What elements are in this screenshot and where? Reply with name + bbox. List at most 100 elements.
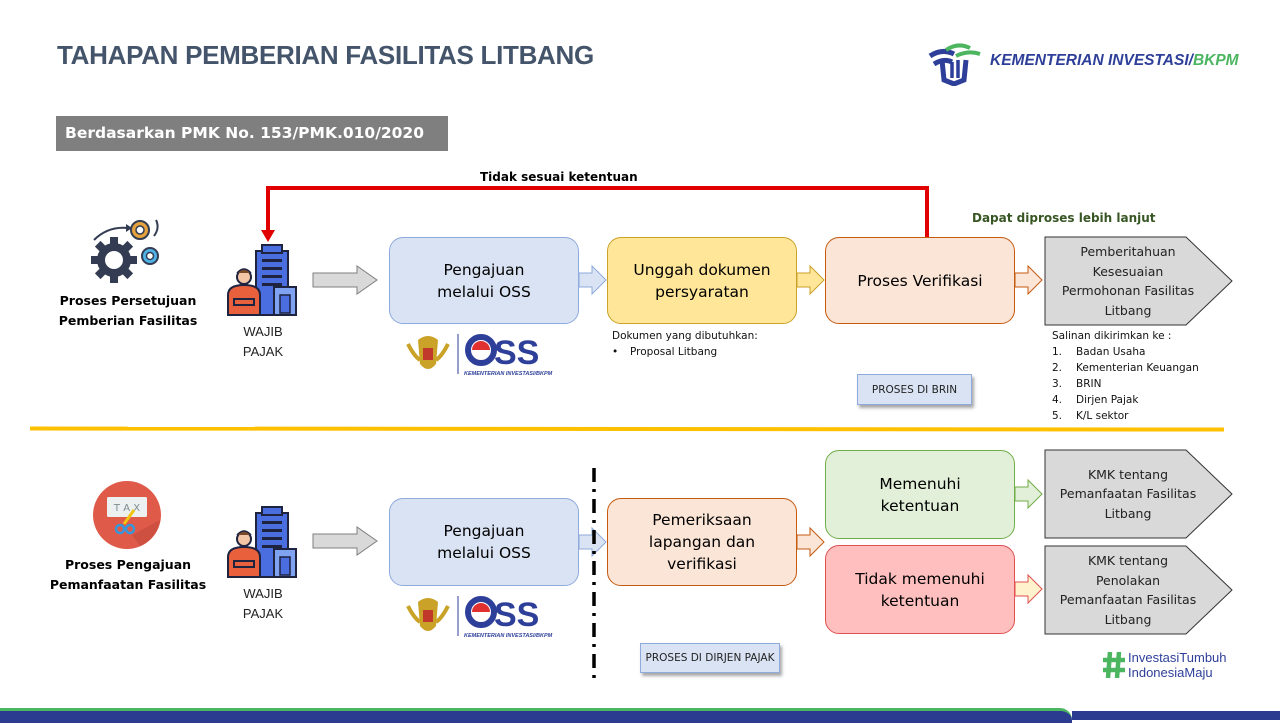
approved-line2: ketentuan <box>880 496 960 515</box>
output-line: Kesesuaian <box>1092 263 1164 279</box>
required-documents-title: Dokumen yang dibutuhkan: <box>612 330 758 342</box>
approve-output-text: KMK tentang Pemanfaatan Fasilitas Litban… <box>1046 454 1210 534</box>
oss-logo: SS KEMENTERIAN INVESTASI/BKPM <box>406 330 562 378</box>
output-line: Litbang <box>1104 611 1152 627</box>
copy-recipient: 5.K/L sektor <box>1052 408 1232 424</box>
copy-number: 2. <box>1052 362 1063 374</box>
copy-label: Badan Usaha <box>1076 346 1146 358</box>
flow1-arrow-1 <box>578 264 607 296</box>
flow1-side-label: Proses Persetujuan Pemberian Fasilitas <box>50 291 206 331</box>
garuda-oss-logo-icon-2: SS KEMENTERIAN INVESTASI/BKPM <box>406 596 553 639</box>
flow1-output-shape <box>1044 236 1233 326</box>
approve-output-shape <box>1044 449 1233 539</box>
bullet: • <box>612 346 619 358</box>
flow2-step2-line: Pemeriksaan <box>652 511 752 529</box>
copy-recipient: 2. Kementerian Keuangan <box>1052 360 1232 376</box>
approve-arrow <box>1014 478 1043 510</box>
flow2-side-label-line1: Proses Pengajuan <box>64 557 192 572</box>
proceed-label: Dapat diproses lebih lanjut <box>972 211 1156 225</box>
copy-label: BRIN <box>1076 378 1102 390</box>
flow1-step3-label: Proses Verifikasi <box>857 271 983 290</box>
rejection-loop-label: Tidak sesuai ketentuan <box>480 170 638 184</box>
output-line: KMK tentang <box>1087 466 1169 482</box>
flow1-actor-line2: PAJAK <box>242 344 284 359</box>
copies-title: Salinan dikirimkan ke : <box>1052 330 1172 342</box>
flow1-step-verification: Proses Verifikasi <box>825 237 1015 324</box>
gears-icon <box>91 219 159 283</box>
footer-bar <box>0 708 1072 723</box>
footer-bar-right <box>1072 711 1280 720</box>
flow1-actor-label: WAJIB PAJAK <box>226 322 300 362</box>
output-line: Litbang <box>1104 505 1152 521</box>
flow2-entry-arrow <box>312 526 378 556</box>
brand-name-main: KEMENTERIAN INVESTASI/ <box>990 52 1193 69</box>
required-document-label: Proposal Litbang <box>630 346 718 358</box>
copy-recipient: 1. Badan Usaha <box>1052 344 1232 360</box>
brand-name: KEMENTERIAN INVESTASI/BKPM <box>990 52 1239 70</box>
flow1-arrow-3 <box>1014 264 1043 296</box>
flow2-approved-box: Memenuhi ketentuan <box>825 450 1015 539</box>
hashtag-line1: InvestasiTumbuh <box>1128 650 1227 665</box>
rejection-loop-arrowhead <box>261 230 275 242</box>
flow2-step-field-inspection: Pemeriksaan lapangan dan verifikasi <box>607 498 797 586</box>
svg-text:SS: SS <box>494 596 539 634</box>
flow1-actor-line1: WAJIB <box>243 324 283 339</box>
flow1-side-label-line2: Pemberian Fasilitas <box>58 313 198 328</box>
output-line: Penolakan <box>1095 572 1161 588</box>
flow2-actor-label: WAJIB PAJAK <box>226 584 300 624</box>
approved-line1: Memenuhi <box>879 474 961 493</box>
flow2-side-label: Proses Pengajuan Pemanfaatan Fasilitas <box>48 555 208 595</box>
taxpayer-icon <box>227 244 297 316</box>
regulation-basis-label: Berdasarkan PMK No. 153/PMK.010/2020 <box>56 116 448 151</box>
flow1-step2-line1: Unggah dokumen <box>633 260 771 279</box>
copy-number: 3. <box>1052 378 1063 390</box>
output-line: Pemanfaatan Fasilitas <box>1059 486 1197 502</box>
flow2-step1-line2: melalui OSS <box>437 544 531 562</box>
campaign-hashtag: InvestasiTumbuh IndonesiaMaju <box>1128 650 1227 680</box>
flow2-actor-line1: WAJIB <box>243 586 283 601</box>
flow2-rejected-box: Tidak memenuhi ketentuan <box>825 545 1015 634</box>
copy-label: Kementerian Keuangan <box>1076 362 1199 374</box>
flow2-arrow-2 <box>796 526 825 558</box>
taxpayer-icon-2 <box>227 506 297 578</box>
svg-text:KEMENTERIAN INVESTASI/BKPM: KEMENTERIAN INVESTASI/BKPM <box>464 633 553 639</box>
flow2-side-label-line2: Pemanfaatan Fasilitas <box>49 577 207 592</box>
flow2-step2-line: verifikasi <box>667 555 737 573</box>
output-line: Permohonan Fasilitas <box>1061 283 1195 298</box>
oss-logo-2: SS KEMENTERIAN INVESTASI/BKPM <box>406 592 562 640</box>
rejection-loop-line <box>266 186 929 238</box>
reject-output-shape <box>1044 545 1233 635</box>
copy-recipient: 3. BRIN <box>1052 376 1232 392</box>
flow1-side-label-line1: Proses Persetujuan <box>59 293 197 308</box>
flow2-step2-line: lapangan dan <box>648 533 756 551</box>
rejected-line2: ketentuan <box>880 591 960 610</box>
garuda-oss-logo-icon: SS KEMENTERIAN INVESTASI/BKPM <box>406 334 553 377</box>
tax-directorate-process-tag: PROSES DI DIRJEN PAJAK <box>640 643 780 673</box>
output-line: Pemberitahuan <box>1080 244 1176 259</box>
copies-list: Salinan dikirimkan ke : 1. Badan Usaha 2.… <box>1052 328 1232 424</box>
copy-number: 1. <box>1052 346 1063 358</box>
flow1-arrow-2 <box>796 264 825 296</box>
hashtag-icon <box>1103 651 1125 679</box>
required-document-item: • Proposal Litbang <box>612 344 812 360</box>
page-title: TAHAPAN PEMBERIAN FASILITAS LITBANG <box>57 40 594 70</box>
copy-label: K/L sektor <box>1076 410 1129 422</box>
flow1-step2-line2: persyaratan <box>655 282 749 301</box>
copy-number: 4. <box>1052 394 1063 406</box>
brin-process-tag: PROSES DI BRIN <box>857 374 972 405</box>
svg-text:KEMENTERIAN INVESTASI/BKPM: KEMENTERIAN INVESTASI/BKPM <box>464 371 553 377</box>
flow1-step1-line2: melalui OSS <box>437 282 531 301</box>
svg-text:SS: SS <box>494 334 539 372</box>
rejected-line1: Tidak memenuhi <box>855 569 985 588</box>
flow1-output-text: Pemberitahuan Kesesuaian Permohonan Fasi… <box>1046 241 1210 321</box>
output-line: KMK tentang <box>1087 553 1169 568</box>
flow2-actor-line2: PAJAK <box>242 606 284 621</box>
copy-recipient: 4. Dirjen Pajak <box>1052 392 1232 408</box>
copy-label: Dirjen Pajak <box>1076 394 1139 406</box>
flow1-entry-arrow <box>312 265 378 295</box>
svg-text:T A X: T A X <box>113 503 140 514</box>
brand-name-accent: BKPM <box>1192 52 1239 69</box>
